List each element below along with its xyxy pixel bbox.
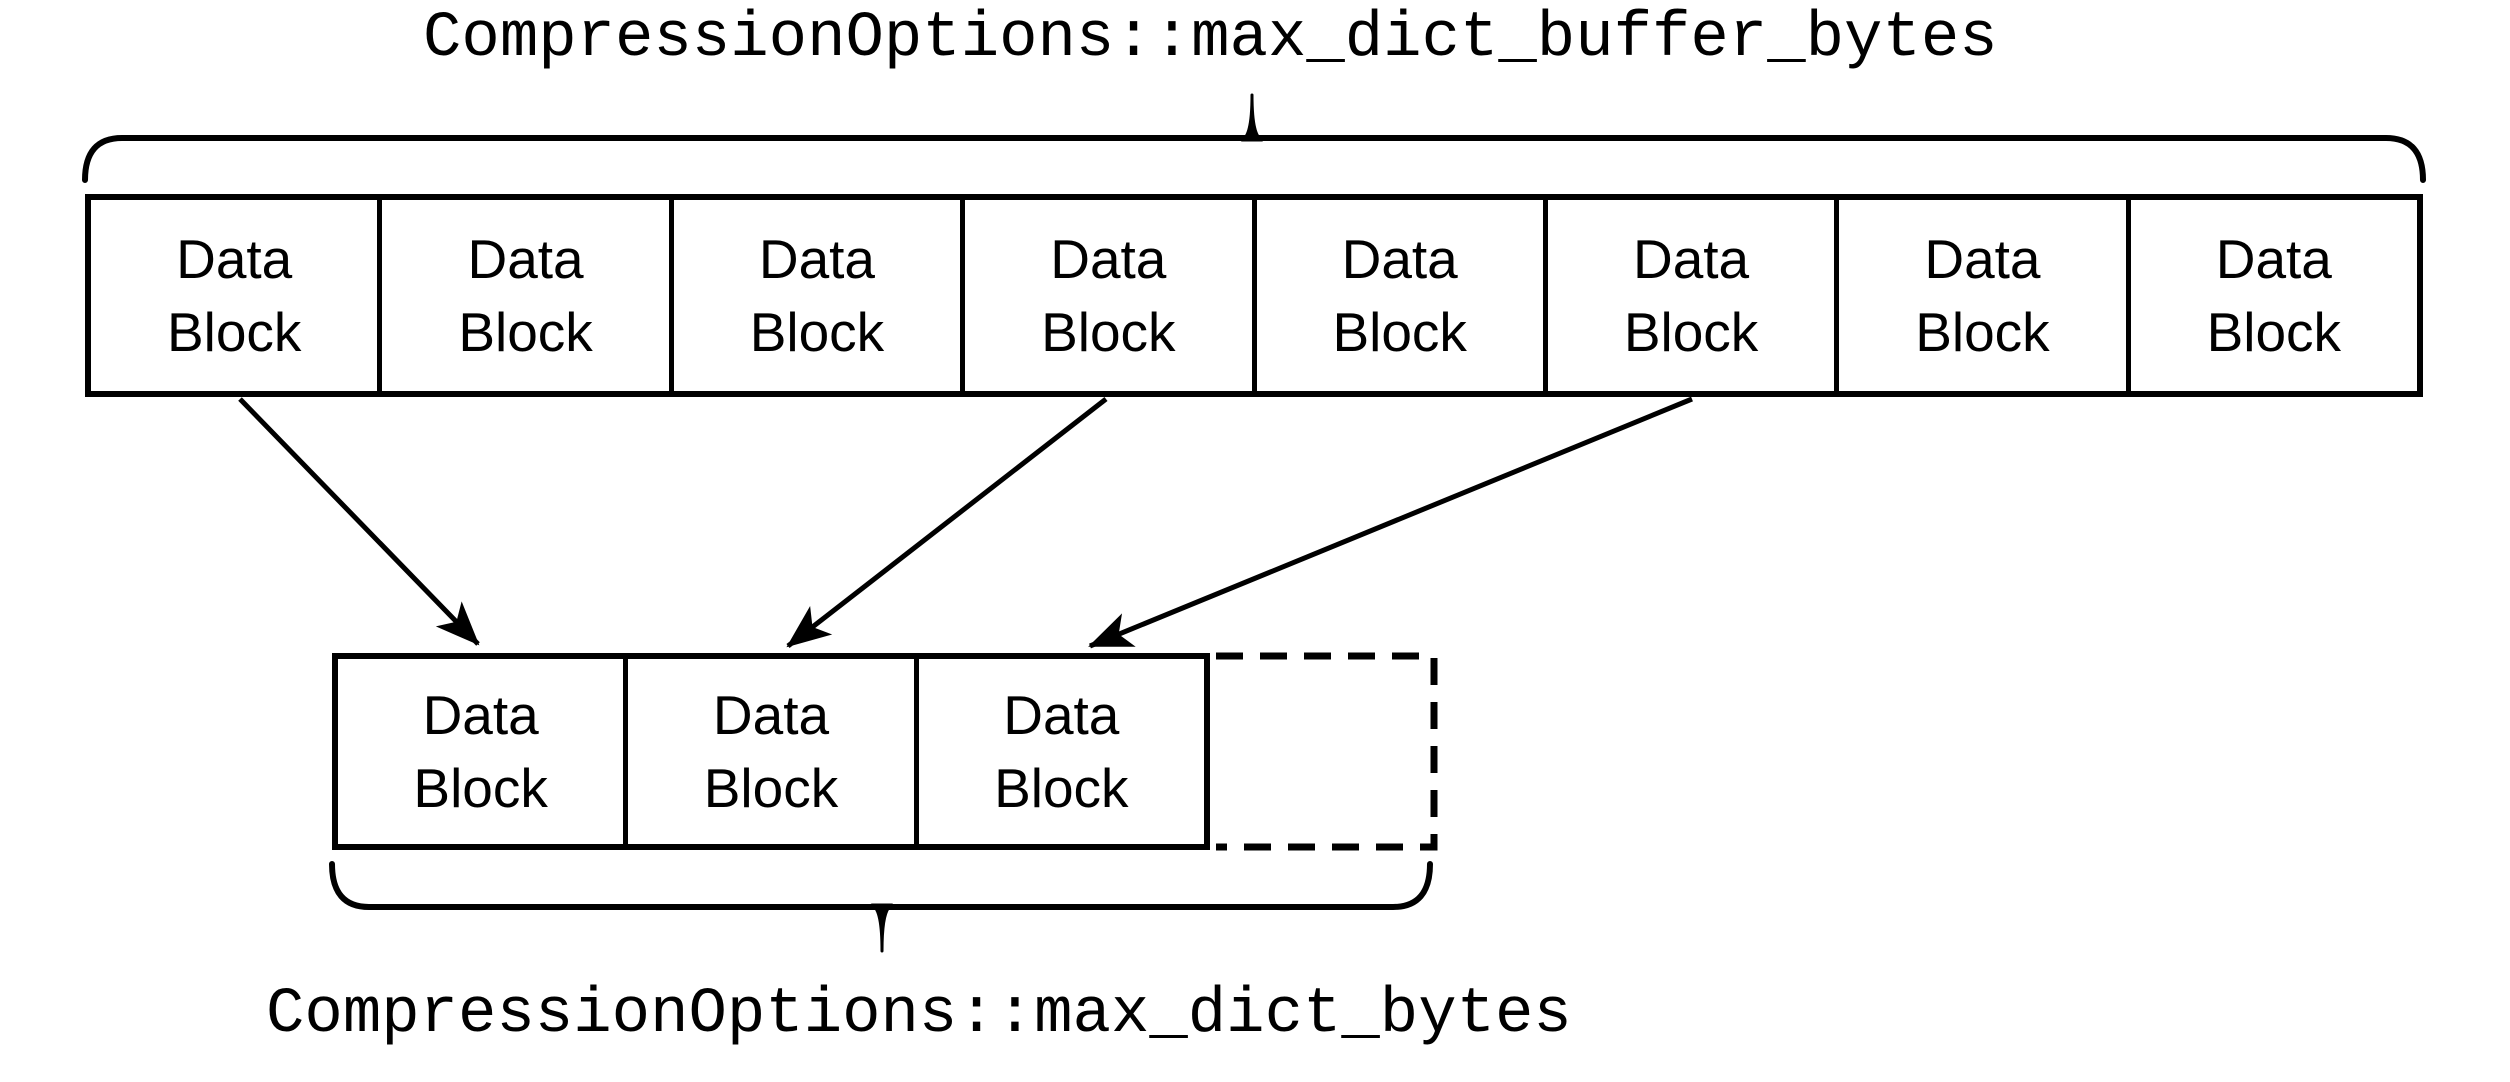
bottom-brace-tick xyxy=(870,903,894,953)
block-label-line1: Data xyxy=(712,683,830,746)
data-block-cell-top-5: Data Block xyxy=(1251,200,1543,391)
block-label-line2: Block xyxy=(1623,300,1759,363)
data-block-cell-bottom-2: Data Block xyxy=(623,659,913,844)
block-label-line2: Block xyxy=(458,300,593,363)
top-brace xyxy=(82,135,2426,183)
block-label-line1: Data xyxy=(1924,227,2041,290)
block-label-line1: Data xyxy=(176,227,293,290)
arrow-block1-to-dict1 xyxy=(238,397,480,646)
data-block-cell-top-8: Data Block xyxy=(2125,200,2417,391)
block-label-line2: Block xyxy=(1915,300,2050,363)
block-label-line2: Block xyxy=(2206,300,2342,363)
data-block-cell-top-4: Data Block xyxy=(960,200,1251,391)
block-label-line1: Data xyxy=(1341,227,1458,290)
data-block-cell-top-6: Data Block xyxy=(1542,200,1834,391)
block-label-line2: Block xyxy=(994,756,1129,819)
block-label-line2: Block xyxy=(1332,300,1467,363)
block-label-line2: Block xyxy=(1041,300,1176,363)
max-dict-buffer-bytes-label: CompressionOptions::max_dict_buffer_byte… xyxy=(423,3,1998,75)
data-block-cell-top-2: Data Block xyxy=(377,200,668,391)
data-block-cell-bottom-3: Data Block xyxy=(913,659,1204,844)
top-brace-tick xyxy=(1240,93,1264,142)
block-label-line2: Block xyxy=(413,756,548,819)
block-label-line1: Data xyxy=(1050,227,1167,290)
data-block-cell-bottom-1: Data Block xyxy=(338,659,623,844)
block-label-line2: Block xyxy=(703,756,839,819)
block-label-line1: Data xyxy=(467,227,584,290)
arrow-block6-to-dict3 xyxy=(1088,396,1693,649)
bottom-brace xyxy=(329,861,1433,910)
block-label-line1: Data xyxy=(422,683,539,746)
block-label-line1: Data xyxy=(1632,227,1750,290)
block-label-line2: Block xyxy=(166,300,302,363)
block-label-line1: Data xyxy=(758,227,876,290)
data-block-cell-top-1: Data Block xyxy=(91,200,377,391)
data-block-cell-top-7: Data Block xyxy=(1834,200,2125,391)
block-label-line1: Data xyxy=(1003,683,1120,746)
dict-block-row: Data Block Data Block Data Block xyxy=(332,653,1210,850)
arrow-block4-to-dict2 xyxy=(786,397,1108,648)
dashed-block xyxy=(1216,652,1438,851)
block-label-line1: Data xyxy=(2215,227,2332,290)
data-block-cell-top-3: Data Block xyxy=(668,200,960,391)
max-dict-bytes-label: CompressionOptions::max_dict_bytes xyxy=(266,979,1572,1051)
buffer-block-row: Data Block Data Block Data Block Data Bl… xyxy=(85,194,2423,397)
block-label-line2: Block xyxy=(749,300,885,363)
